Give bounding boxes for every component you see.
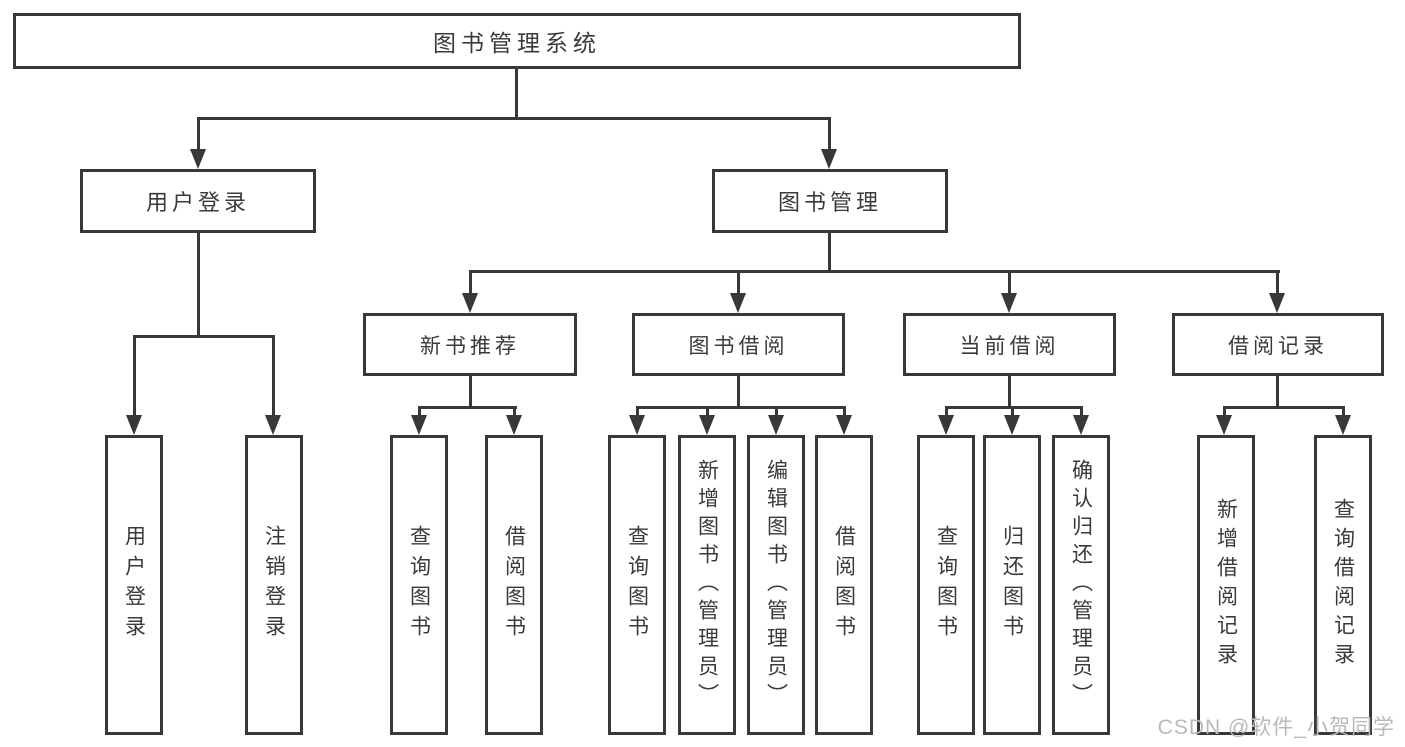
connector-line: [737, 270, 740, 296]
node-borrowing-records: 借阅记录: [1172, 313, 1384, 376]
connector-line: [1276, 376, 1279, 408]
leaf-logout: 注销登录: [245, 435, 303, 735]
leaf-user-login: 用户登录: [105, 435, 163, 735]
connector-line: [1276, 270, 1279, 296]
connector-line: [133, 335, 275, 338]
arrow-down-icon: [1004, 415, 1020, 435]
leaf-return-book: 归还图书: [983, 435, 1041, 735]
node-book-borrowing: 图书借阅: [632, 313, 845, 376]
arrow-down-icon: [768, 415, 784, 435]
connector-line: [197, 233, 200, 337]
arrow-down-icon: [462, 293, 478, 313]
leaf-borrow-books-recommend: 借阅图书: [485, 435, 543, 735]
arrow-down-icon: [1073, 415, 1089, 435]
connector-line: [828, 117, 831, 151]
connector-line: [945, 406, 948, 420]
connector-line: [133, 335, 136, 419]
arrow-down-icon: [699, 415, 715, 435]
connector-line: [1342, 406, 1345, 420]
arrow-down-icon: [190, 149, 206, 169]
connector-line: [636, 406, 639, 420]
connector-line: [469, 270, 1280, 273]
connector-line: [775, 406, 778, 420]
connector-line: [418, 406, 421, 420]
connector-line: [1080, 406, 1083, 420]
arrow-down-icon: [126, 415, 142, 435]
node-current-borrowing: 当前借阅: [903, 313, 1116, 376]
arrow-down-icon: [836, 415, 852, 435]
arrow-down-icon: [1001, 293, 1017, 313]
connector-line: [843, 406, 846, 420]
connector-line: [272, 335, 275, 419]
leaf-add-borrow-record: 新增借阅记录: [1197, 435, 1255, 735]
connector-line: [469, 376, 472, 408]
connector-line: [706, 406, 709, 420]
leaf-query-books-recommend: 查询图书: [390, 435, 448, 735]
arrow-down-icon: [730, 293, 746, 313]
connector-line: [469, 270, 472, 296]
arrow-down-icon: [411, 415, 427, 435]
connector-line: [197, 117, 831, 120]
node-new-book-recommendation: 新书推荐: [363, 313, 577, 376]
connector-line: [513, 406, 516, 420]
watermark: CSDN @软件_小贺同学: [1157, 716, 1395, 739]
connector-line: [197, 117, 200, 151]
connector-line: [1008, 270, 1011, 296]
node-user-login: 用户登录: [80, 169, 316, 233]
leaf-edit-book-admin: 编辑图书（管理员）: [747, 435, 805, 735]
arrow-down-icon: [506, 415, 522, 435]
leaf-query-borrow-record: 查询借阅记录: [1314, 435, 1372, 735]
connector-line: [828, 233, 831, 272]
connector-line: [1223, 406, 1345, 409]
arrow-down-icon: [938, 415, 954, 435]
leaf-query-books-borrow: 查询图书: [608, 435, 666, 735]
connector-line: [737, 376, 740, 408]
arrow-down-icon: [1216, 415, 1232, 435]
arrow-down-icon: [1269, 293, 1285, 313]
leaf-borrow-books: 借阅图书: [815, 435, 873, 735]
arrow-down-icon: [629, 415, 645, 435]
leaf-query-books-current: 查询图书: [917, 435, 975, 735]
arrow-down-icon: [1335, 415, 1351, 435]
connector-line: [1011, 406, 1014, 420]
node-system-root: 图书管理系统: [13, 13, 1021, 69]
connector-line: [636, 406, 846, 409]
connector-line: [515, 69, 518, 119]
leaf-confirm-return-admin: 确认归还（管理员）: [1052, 435, 1110, 735]
arrow-down-icon: [821, 149, 837, 169]
connector-line: [1008, 376, 1011, 408]
arrow-down-icon: [265, 415, 281, 435]
connector-line: [1223, 406, 1226, 420]
connector-line: [418, 406, 517, 409]
leaf-add-book-admin: 新增图书（管理员）: [678, 435, 736, 735]
node-book-management: 图书管理: [712, 169, 948, 233]
